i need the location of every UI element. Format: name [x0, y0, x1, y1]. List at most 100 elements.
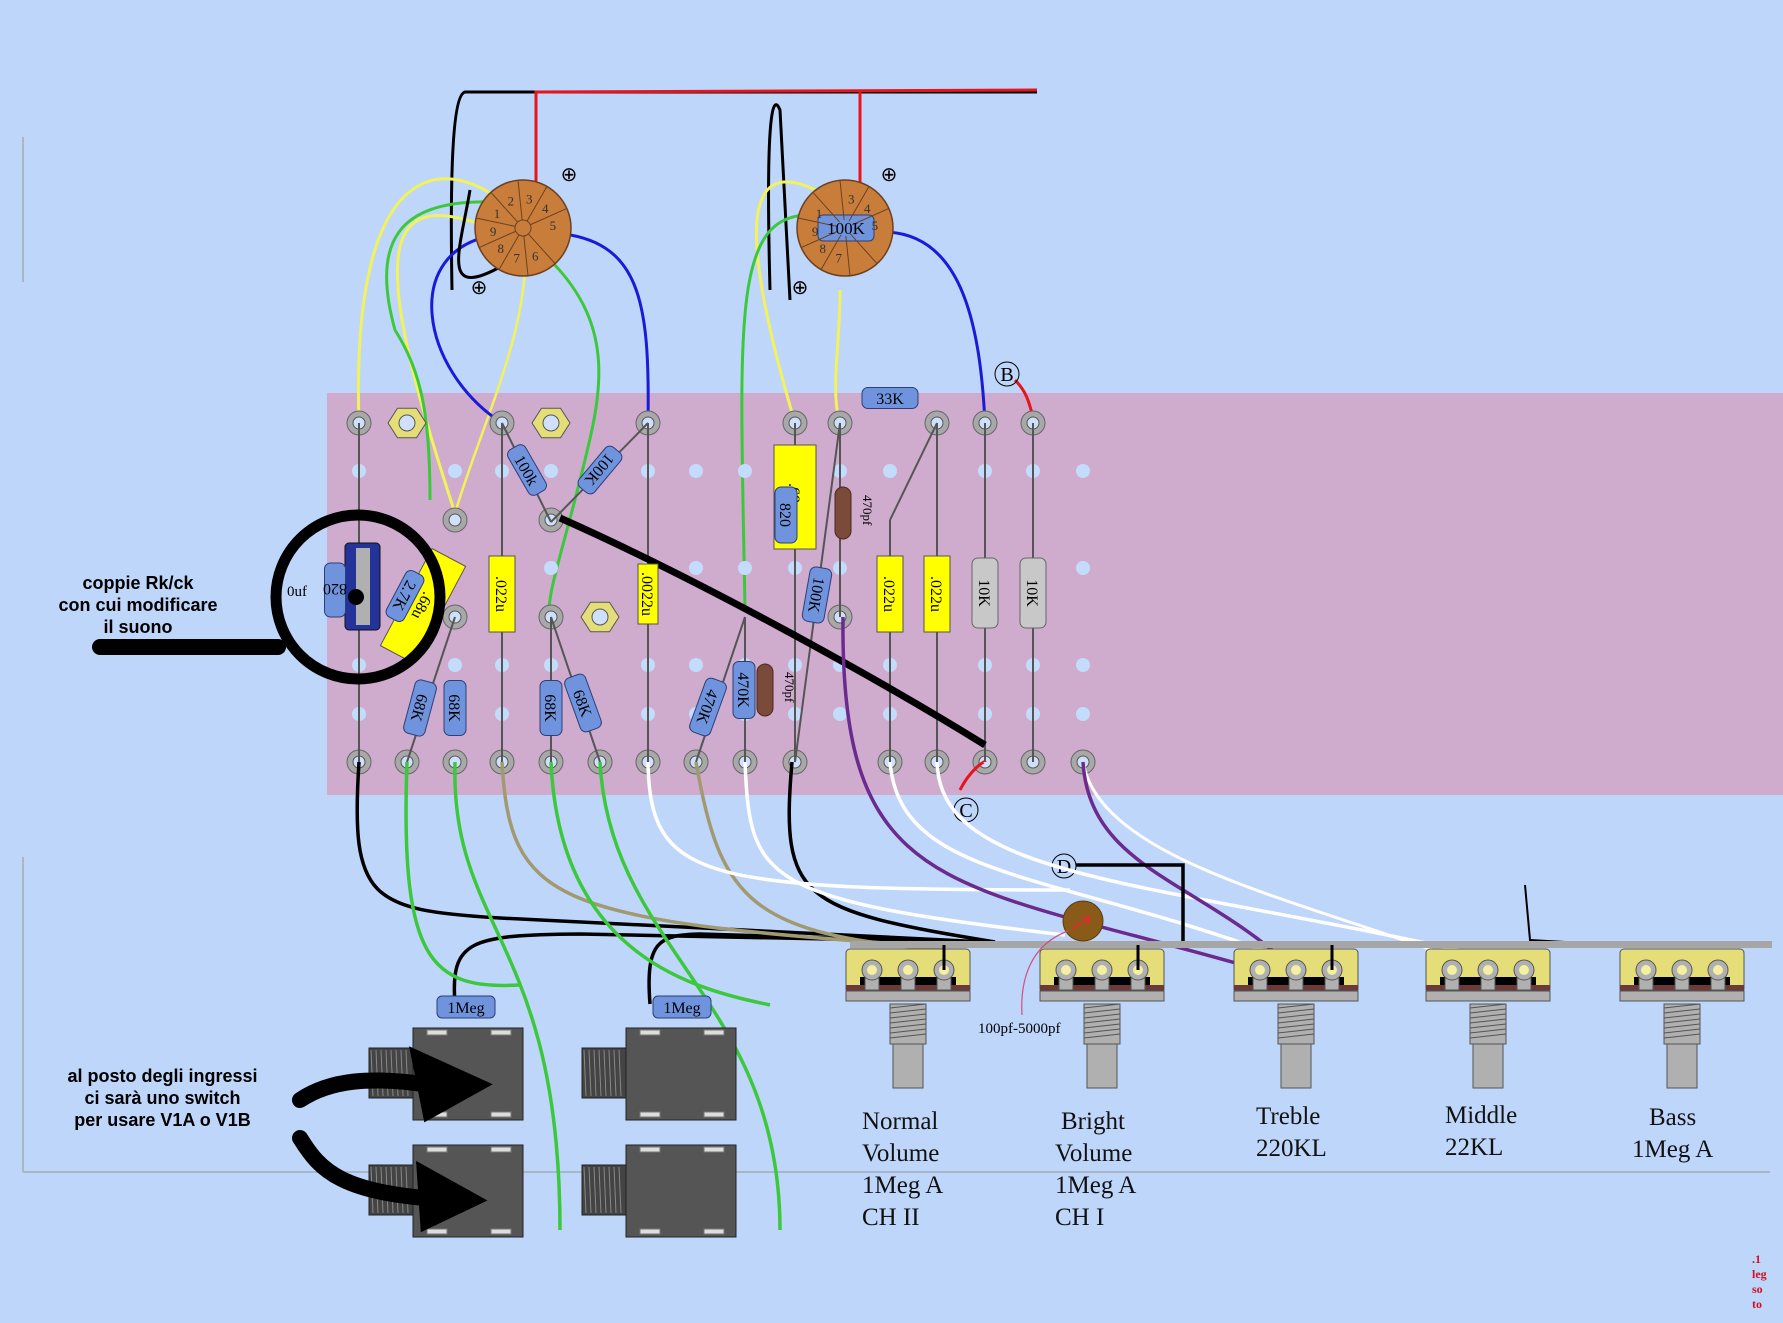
pot-label-line: Bright: [1061, 1108, 1125, 1135]
board-hole: [738, 464, 752, 478]
pot-thread: [889, 1033, 927, 1039]
resistor-68k-3: 68K: [539, 680, 563, 736]
tube-pin-number: 2: [508, 194, 515, 209]
corner-line: .1: [1752, 1252, 1761, 1266]
cap-0022u: .0022u: [637, 563, 659, 625]
tube-v2-resistor-label: 100K: [827, 219, 866, 238]
tube-socket-divider: [852, 208, 890, 226]
jack-resistor-label: 1Meg: [663, 1000, 700, 1017]
board-standoff-hole: [542, 414, 560, 432]
corner-line: so: [1752, 1282, 1763, 1296]
pot-thread: [1663, 1033, 1701, 1039]
tube-socket-divider: [498, 234, 520, 270]
jack-thread: [603, 1166, 607, 1214]
resistor-820-b-label: 820: [776, 503, 793, 527]
pot-thread: [1663, 1013, 1701, 1019]
board-hole: [689, 561, 703, 575]
pot-label-line: 22KL: [1445, 1134, 1504, 1161]
jack-terminal: [490, 1228, 512, 1235]
pot-thread: [1277, 1013, 1315, 1019]
tube-pin-number: 8: [497, 241, 504, 256]
pot-thread: [1277, 1018, 1315, 1024]
pot-thread: [889, 1023, 927, 1029]
turret-eyelet: [448, 513, 462, 527]
board-standoff-hole: [398, 414, 416, 432]
pot-thread: [1469, 1008, 1507, 1014]
pot-thread: [1083, 1013, 1121, 1019]
cap-470pf-a-body: [834, 486, 852, 540]
jack-terminal: [490, 1029, 512, 1036]
pot-lug-eye: [1291, 965, 1301, 975]
tube-pin-number: 9: [812, 224, 819, 239]
pot-thread: [889, 1008, 927, 1014]
pot-lug-eye: [1519, 965, 1529, 975]
resistor-68k-1: 68K: [403, 679, 437, 737]
pot-thread: [1469, 1013, 1507, 1019]
potentiometer: [1425, 948, 1551, 1089]
jack-thread: [598, 1049, 602, 1097]
pot-lug-eye: [1447, 965, 1457, 975]
pot-label-line: CH I: [1055, 1204, 1105, 1231]
jack-thread: [613, 1166, 617, 1214]
jack-terminal: [703, 1111, 725, 1118]
cap-470pf-b-label: 470pf: [782, 672, 797, 703]
power-rail-wires: [449, 88, 1038, 301]
board-hole: [1076, 658, 1090, 672]
jack-thread: [583, 1166, 587, 1214]
resistor-470k-a: 470K: [689, 677, 727, 737]
resistor-10k-a-label: 10K: [975, 579, 992, 607]
cap-022u-c-body: [923, 555, 951, 633]
jack-thread: [588, 1049, 592, 1097]
pot-thread: [1083, 1018, 1121, 1024]
jack-terminal: [426, 1146, 448, 1153]
connection-point-circle: [994, 361, 1020, 387]
pot-thread: [1663, 1008, 1701, 1014]
pot-base: [1619, 990, 1745, 1002]
pot-label-line: 220KL: [1256, 1135, 1327, 1162]
tube-pin-number: 5: [872, 218, 879, 233]
board-hole: [883, 464, 897, 478]
pot-label-line: 1Meg A: [1632, 1136, 1714, 1163]
jack-terminal: [639, 1228, 661, 1235]
pot-base: [1425, 990, 1551, 1002]
note-inputs-switch: al posto degli ingressi ci sarà uno swit…: [40, 1065, 285, 1131]
note-inputs-line: ci sarà uno switch: [84, 1088, 241, 1108]
pot-label-line: 1Meg A: [862, 1172, 944, 1199]
cap-022u-a: .022u: [488, 555, 516, 633]
cap-022u-b-label: .022u: [880, 576, 897, 612]
pot-lug-eye: [867, 965, 877, 975]
resistor-100k-b-body: [577, 445, 623, 495]
cathode-cap-marker: [348, 589, 364, 605]
pot-thread: [1663, 1023, 1701, 1029]
ground-icon: ⊕: [881, 164, 898, 186]
board-hole: [689, 658, 703, 672]
resistor-68k-3-body: [539, 680, 563, 736]
resistor-820-b: 820: [774, 486, 798, 544]
pot-thread: [889, 1003, 927, 1009]
corner-text-fragment: .1 leg so to: [1752, 1252, 1767, 1312]
pot-label-middle: Middle 22KL: [1445, 1100, 1517, 1164]
magnifier-highlight: [92, 509, 446, 685]
cap-470pf-b-body: [756, 663, 774, 717]
jack-thread: [593, 1049, 597, 1097]
cap-470pf-b: 470pf: [756, 663, 797, 717]
resistor-10k-b-body: [1019, 557, 1047, 629]
note-rk-ck-line: con cui modificare: [58, 595, 218, 615]
board-hole: [448, 658, 462, 672]
connection-point-label: B: [1000, 364, 1013, 386]
note-inputs-line: per usare V1A o V1B: [74, 1110, 251, 1130]
tube-socket-v1: [474, 179, 572, 277]
switch-arrows: [292, 1046, 493, 1233]
pot-label-line: Volume: [1055, 1140, 1133, 1167]
resistor-2k7-body: [385, 569, 425, 623]
ground-icon: ⊕: [471, 277, 488, 299]
ground-icon: ⊕: [792, 277, 809, 299]
tube-socket-divider: [800, 230, 838, 248]
jack-thread: [618, 1049, 622, 1097]
jack-resistor-label: 1Meg: [447, 1000, 484, 1017]
cap-0022u-body: [637, 563, 659, 625]
input-jack: [581, 1144, 737, 1238]
input-jacks: 1Meg 1Meg: [368, 995, 737, 1238]
pot-label-normal-volume: Normal Volume 1Meg A CH II: [862, 1106, 943, 1234]
